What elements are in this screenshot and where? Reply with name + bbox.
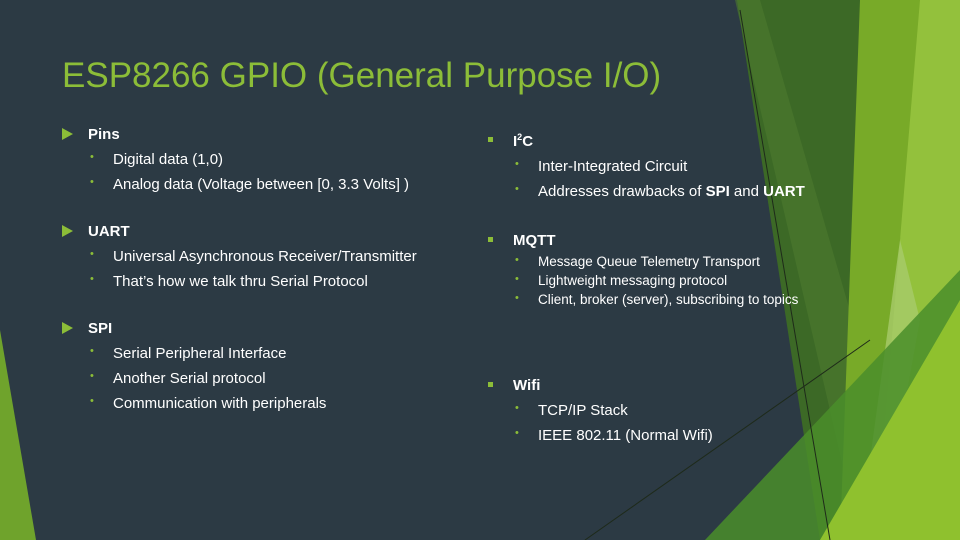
heading-text: I	[513, 133, 518, 150]
item-text: Serial Peripheral Interface	[113, 345, 287, 362]
slide-title: ESP8266 GPIO (General Purpose I/O)	[62, 56, 662, 95]
item-bold-spi: SPI	[705, 183, 730, 200]
heading-text-end: C	[522, 133, 534, 150]
item-text: Message Queue Telemetry Transport	[538, 254, 760, 269]
item-text: Client, broker (server), subscribing to …	[538, 292, 799, 307]
section-uart: UART • Universal Asynchronous Receiver/Tr…	[62, 223, 417, 290]
bullet-icon: •	[90, 248, 94, 260]
heading-text: UART	[88, 223, 130, 240]
bottom-lime-triangle	[820, 300, 960, 540]
bullet-icon: •	[515, 402, 519, 414]
list-item: • That’s how we talk thru Serial Protocol	[88, 273, 417, 290]
section-heading: Wifi	[488, 377, 805, 394]
heading-text: SPI	[88, 320, 113, 337]
heading-superscript: 2	[517, 132, 523, 142]
square-bullet-icon	[488, 137, 493, 142]
bullet-icon: •	[90, 395, 94, 407]
list-item: • Communication with peripherals	[88, 395, 417, 412]
item-text: and	[729, 183, 764, 200]
bullet-icon: •	[90, 370, 94, 382]
section-i2c: I2C • Inter-Integrated Circuit • Addresses…	[488, 132, 805, 200]
square-bullet-icon	[488, 237, 493, 242]
heading-text: MQTT	[513, 232, 556, 249]
thin-line-2	[584, 339, 871, 540]
item-text: Universal Asynchronous Receiver/Transmit…	[113, 248, 417, 265]
list-item: • TCP/IP Stack	[513, 402, 805, 419]
item-text: That’s how we talk thru Serial Protocol	[113, 273, 368, 290]
bullet-icon: •	[90, 151, 94, 163]
bullet-icon: •	[515, 427, 519, 439]
list-item: • Client, broker (server), subscribing to…	[513, 292, 805, 307]
item-bold-uart: UART	[763, 183, 805, 200]
list-item: • Lightweight messaging protocol	[513, 273, 805, 288]
section-heading: SPI	[62, 320, 417, 337]
list-item: • Addresses drawbacks of SPI and UART	[513, 183, 805, 200]
bullet-icon: •	[515, 183, 519, 195]
bullet-icon: •	[515, 273, 519, 285]
bullet-icon: •	[515, 254, 519, 266]
item-text: Digital data (1,0)	[113, 151, 224, 168]
square-bullet-icon	[488, 382, 493, 387]
left-green-shape	[0, 330, 36, 540]
bullet-icon: •	[90, 176, 94, 188]
section-pins: Pins • Digital data (1,0) • Analog data (V…	[62, 126, 417, 193]
item-text: Communication with peripherals	[113, 395, 327, 412]
section-heading: I2C	[488, 132, 805, 150]
triangle-bullet-icon	[62, 322, 73, 334]
section-heading: Pins	[62, 126, 417, 143]
triangle-bullet-icon	[62, 128, 73, 140]
triangle-bullet-icon	[62, 225, 73, 237]
right-column: I2C • Inter-Integrated Circuit • Addresses…	[488, 132, 805, 444]
bullet-icon: •	[515, 158, 519, 170]
list-item: • Another Serial protocol	[88, 370, 417, 387]
thin-line-1	[739, 9, 831, 540]
section-wifi: Wifi • TCP/IP Stack • IEEE 802.11 (Normal …	[488, 377, 805, 444]
list-item: • IEEE 802.11 (Normal Wifi)	[513, 427, 805, 444]
list-item: • Universal Asynchronous Receiver/Transmi…	[88, 248, 417, 265]
item-text: TCP/IP Stack	[538, 402, 628, 419]
section-mqtt: MQTT •Message Queue Telemetry Transport …	[488, 232, 805, 307]
list-item: • Serial Peripheral Interface	[88, 345, 417, 362]
list-item: • Analog data (Voltage between [0, 3.3 Vo…	[88, 176, 417, 193]
bullet-icon: •	[515, 292, 519, 304]
item-text: Addresses drawbacks of	[538, 183, 706, 200]
bullet-icon: •	[90, 345, 94, 357]
item-text: Another Serial protocol	[113, 370, 266, 387]
item-text: Lightweight messaging protocol	[538, 273, 728, 288]
section-heading: MQTT	[488, 232, 805, 249]
list-item: • Message Queue Telemetry Transport	[513, 254, 805, 269]
item-text: Inter-Integrated Circuit	[538, 158, 688, 175]
bullet-icon: •	[90, 273, 94, 285]
item-text: Analog data (Voltage between [0, 3.3 Vol…	[113, 176, 410, 193]
heading-text: Pins	[88, 126, 120, 143]
left-column: Pins • Digital data (1,0) • Analog data (V…	[62, 126, 417, 412]
section-heading: UART	[62, 223, 417, 240]
list-item: • Inter-Integrated Circuit	[513, 158, 805, 175]
heading-text: Wifi	[513, 377, 541, 394]
section-spi: SPI • Serial Peripheral Interface • Anothe…	[62, 320, 417, 412]
item-text: IEEE 802.11 (Normal Wifi)	[538, 427, 713, 444]
list-item: • Digital data (1,0)	[88, 151, 417, 168]
